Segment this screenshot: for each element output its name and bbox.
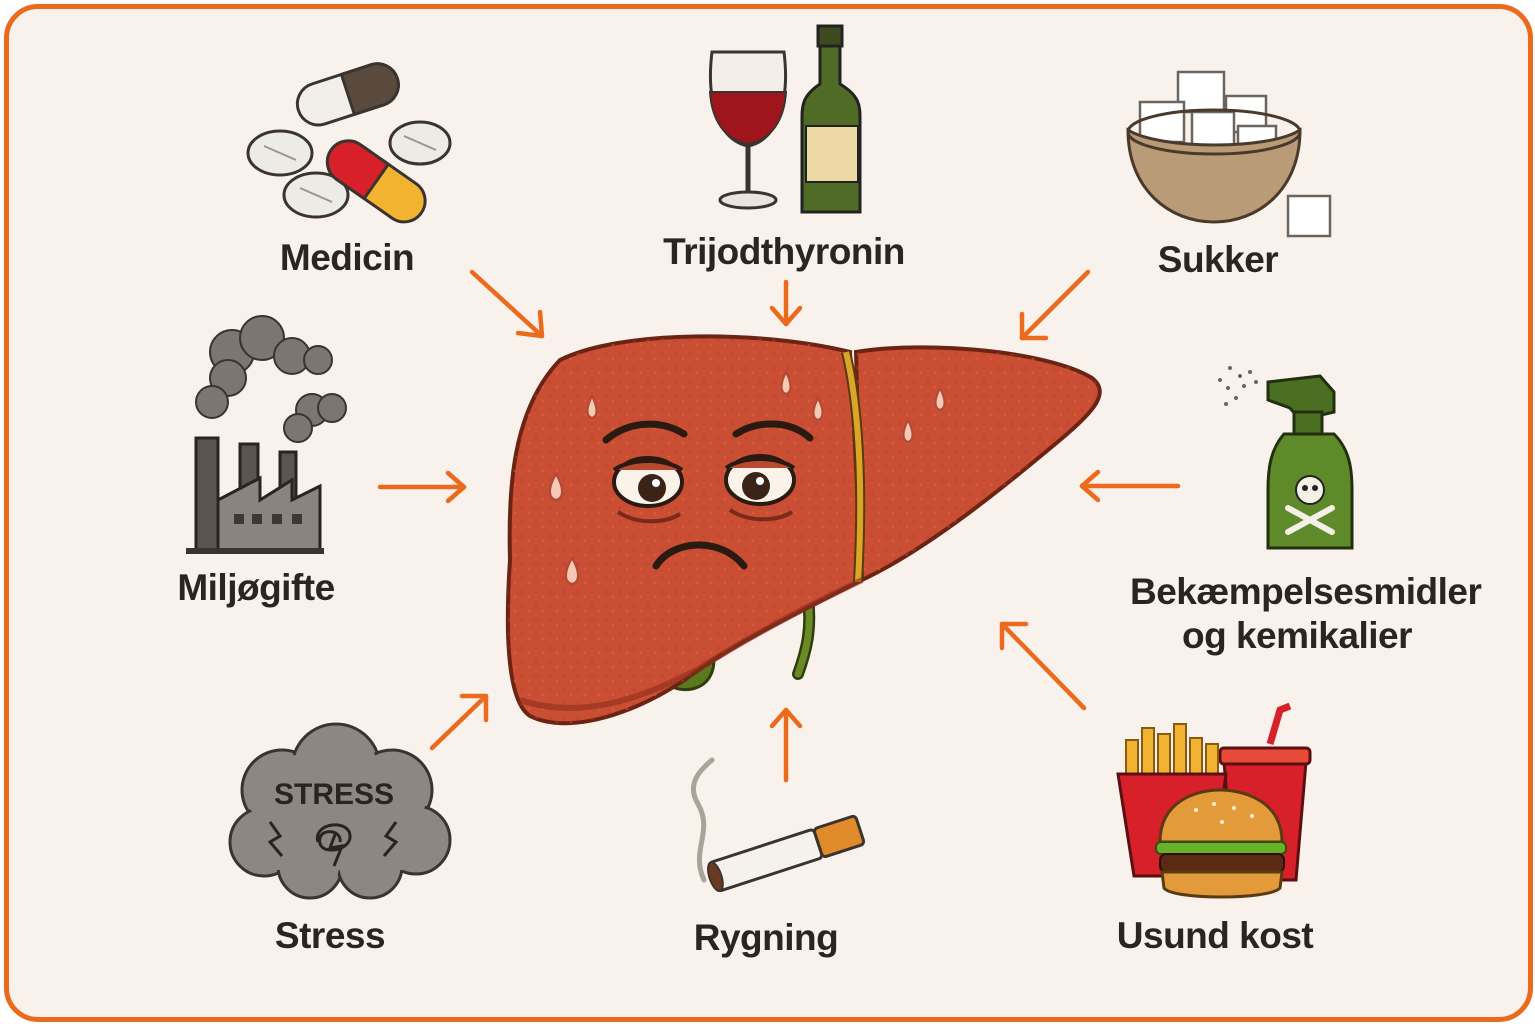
arrow-sukker [1019, 269, 1091, 341]
arrow-rygning [769, 707, 803, 783]
arrow-trijodthyronin [769, 279, 803, 327]
arrow-bekaempelsesmidler [1079, 469, 1181, 503]
label-stress: Stress [274, 915, 386, 956]
label-miljogifte: Miljøgifte [177, 567, 335, 608]
label-sukker: Sukker [1157, 239, 1279, 280]
label-bekaempelsesmidler: Bekæmpelsesmidler og kemikalier [1130, 571, 1482, 656]
label-rygning: Rygning [693, 917, 839, 958]
stress-cloud-text: STRESS [274, 778, 394, 811]
label-usund-kost: Usund kost [1116, 915, 1314, 956]
arrow-miljogifte [377, 470, 467, 504]
label-trijodthyronin: Trijodthyronin [663, 231, 905, 272]
arrow-medicin [469, 269, 545, 339]
arrow-stress [429, 693, 489, 751]
arrow-usund-kost [999, 621, 1087, 711]
label-medicin: Medicin [279, 237, 415, 278]
